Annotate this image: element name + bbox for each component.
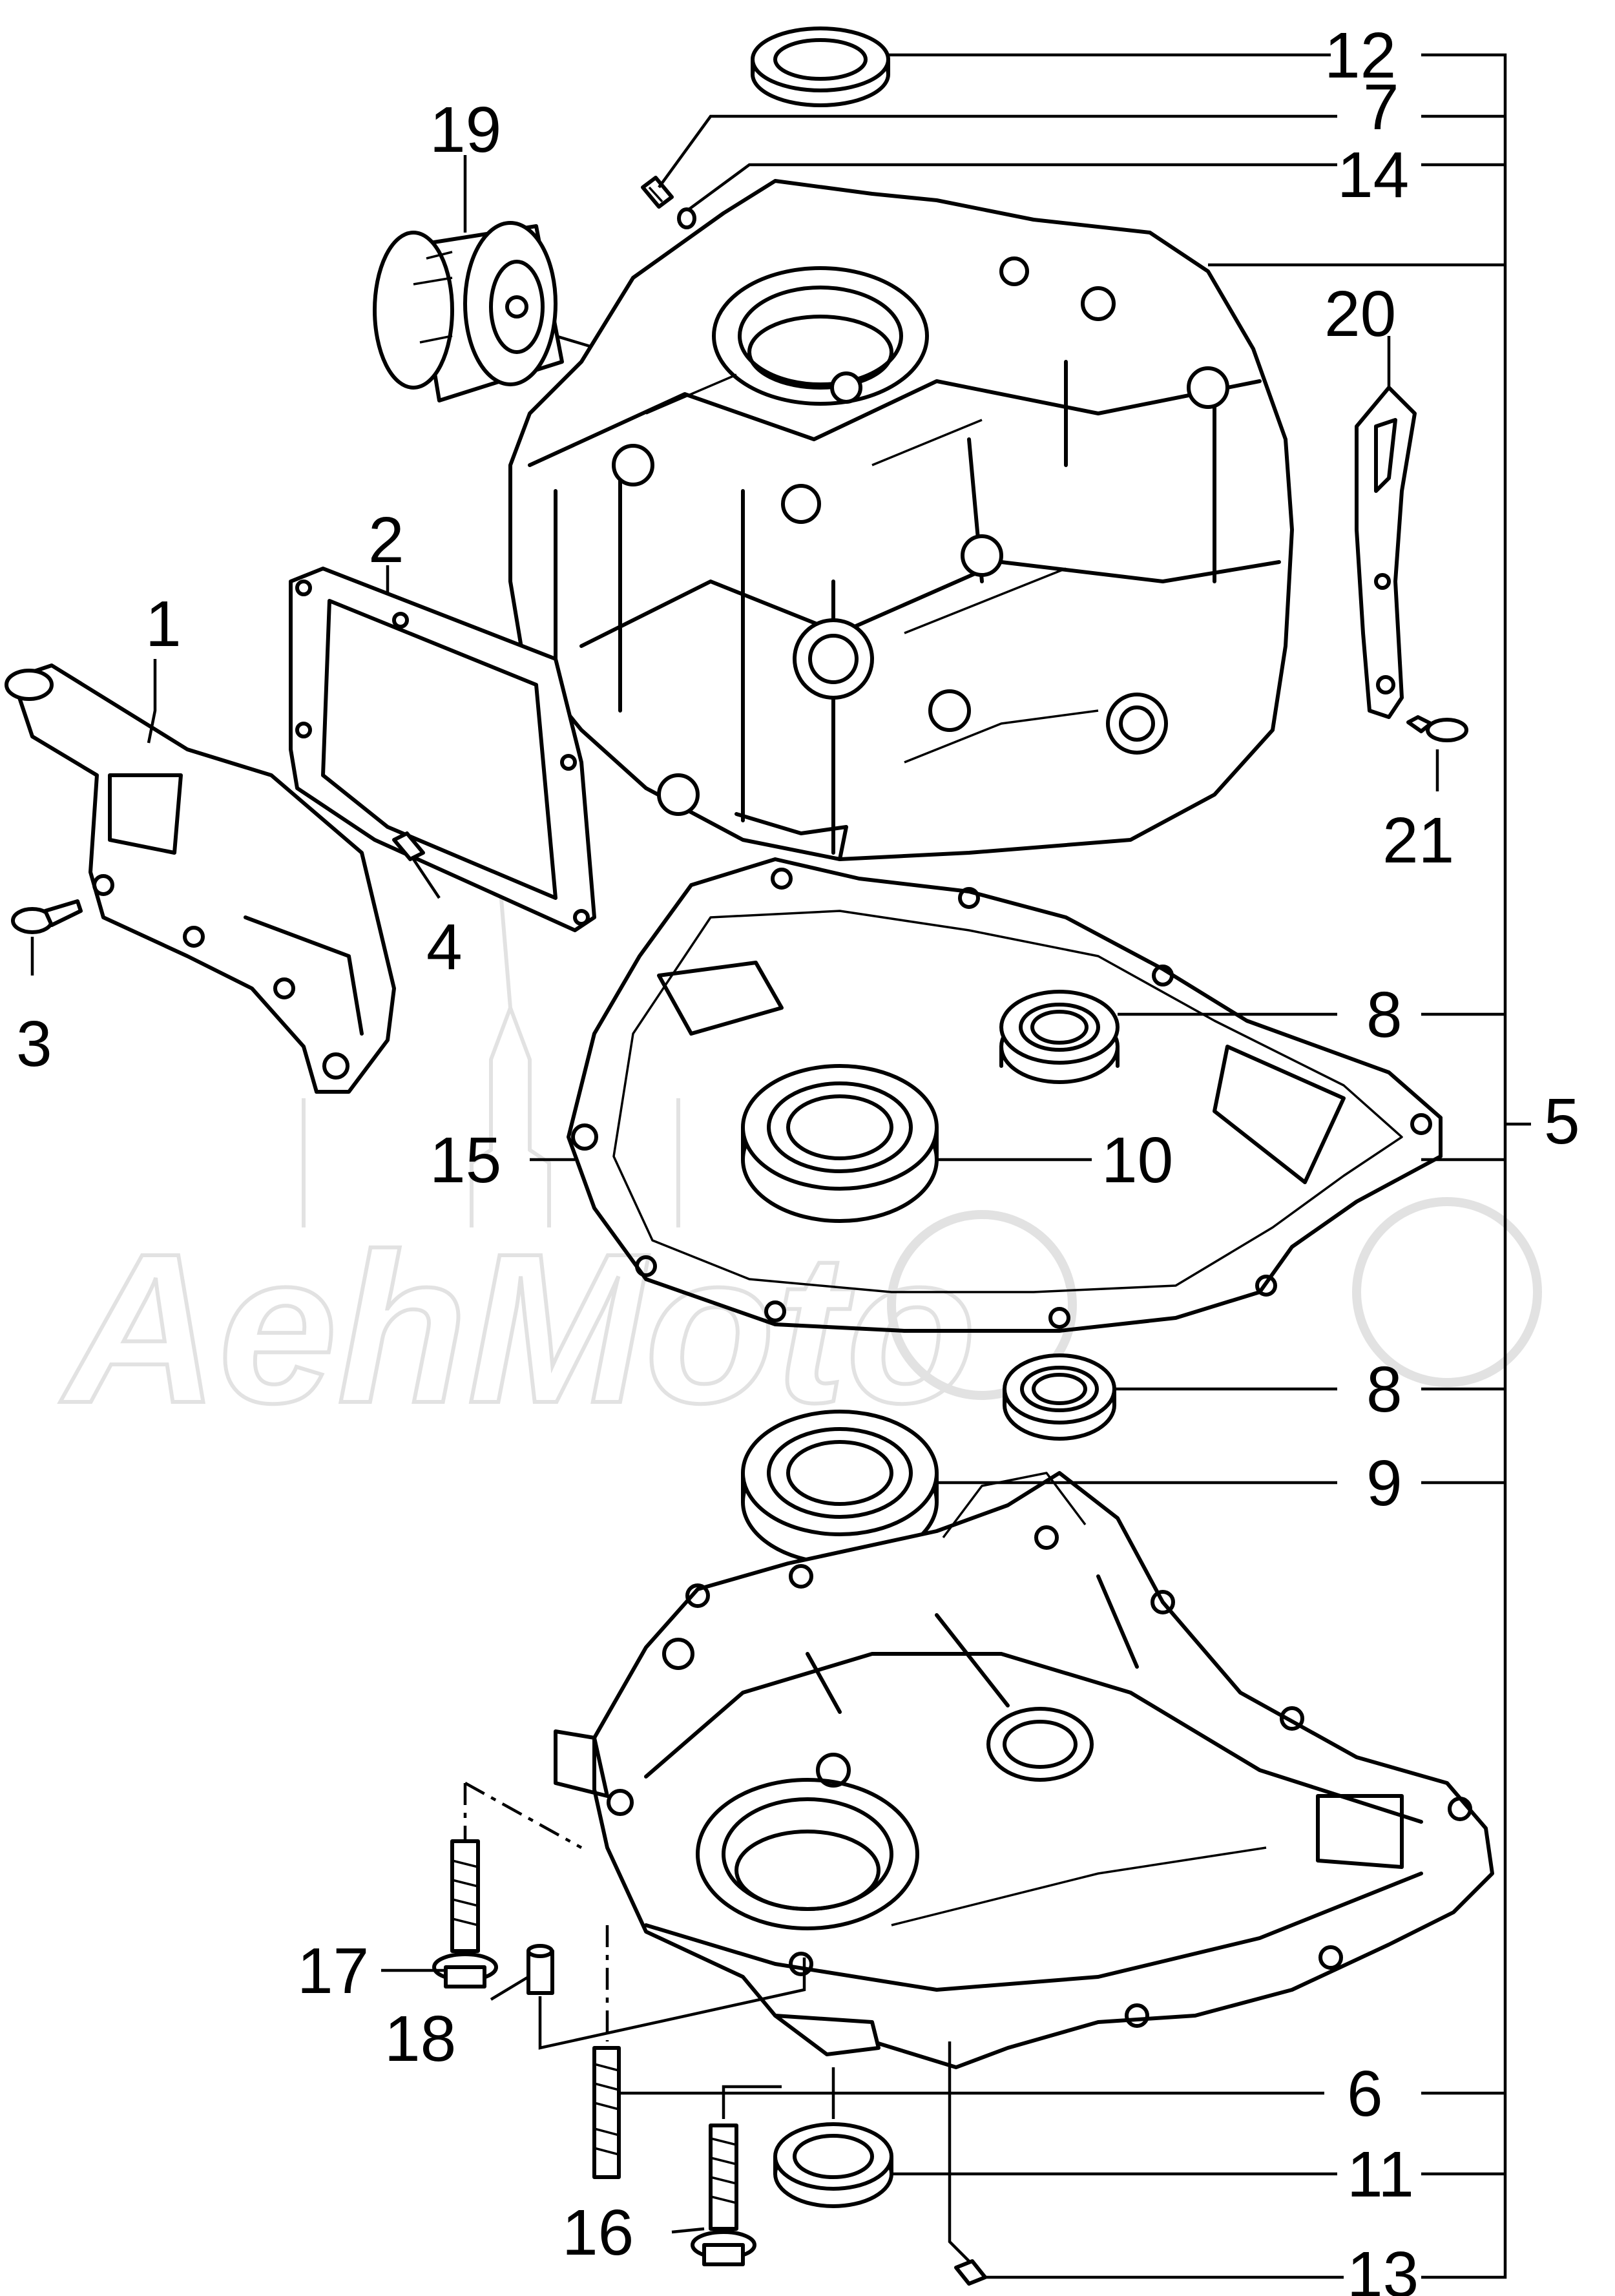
part-plug (641, 176, 674, 209)
callout-16: 16 (562, 2197, 634, 2269)
callout-5: 5 (1544, 1085, 1580, 1158)
callout-21: 21 (1382, 804, 1454, 877)
part-dowel-small (677, 207, 696, 229)
part-dowel-4 (392, 831, 425, 861)
callout-6: 6 (1347, 2058, 1383, 2130)
callout-8-lower: 8 (1366, 1353, 1402, 1426)
callout-18: 18 (384, 2003, 456, 2075)
part-bearing-10 (741, 1064, 939, 1223)
part-dowel-18 (526, 1944, 554, 1995)
callout-19: 19 (430, 94, 501, 166)
part-plug-bottom (954, 2259, 987, 2286)
callout-17: 17 (297, 1935, 369, 2007)
callout-20: 20 (1324, 278, 1396, 350)
part-bracket-dipstick (1355, 386, 1417, 719)
crankcase-upper (508, 179, 1294, 861)
part-gasket-2 (289, 567, 596, 932)
part-gasket-15 (567, 857, 1443, 1333)
part-bearing-8-lower (1003, 1353, 1116, 1441)
callout-3: 3 (16, 1008, 52, 1080)
callout-4: 4 (426, 911, 463, 983)
callout-15: 15 (430, 1124, 501, 1196)
crankcase-lower (554, 1471, 1494, 2069)
part-bolt-16 (691, 2124, 756, 2266)
part-bolt-3 (11, 899, 83, 934)
callout-8-upper: 8 (1366, 979, 1402, 1051)
part-breather-cover (5, 663, 396, 1094)
callout-1: 1 (145, 588, 182, 660)
callout-11: 11 (1347, 2138, 1414, 2211)
callout-2: 2 (368, 504, 404, 576)
part-bolt-21 (1406, 715, 1468, 742)
callout-labels: 12 7 14 19 20 2 1 21 4 3 8 5 15 10 8 9 1… (16, 19, 1580, 2296)
leader-lines (30, 53, 1531, 2279)
callout-9: 9 (1366, 1447, 1402, 1519)
part-oil-seal-top (751, 26, 890, 107)
part-oil-seal-bottom (773, 2122, 893, 2208)
callout-7: 7 (1363, 71, 1399, 143)
part-stud-6 (592, 2046, 621, 2179)
callout-12: 12 (1324, 19, 1396, 92)
alignment-lines (463, 1782, 970, 2262)
part-bearing-8-upper (999, 990, 1120, 1084)
callout-14: 14 (1337, 139, 1409, 211)
part-bolt-17 (432, 1839, 498, 1988)
part-oil-filter (373, 221, 621, 402)
callout-13: 13 (1347, 2239, 1419, 2296)
callout-10: 10 (1101, 1124, 1173, 1196)
